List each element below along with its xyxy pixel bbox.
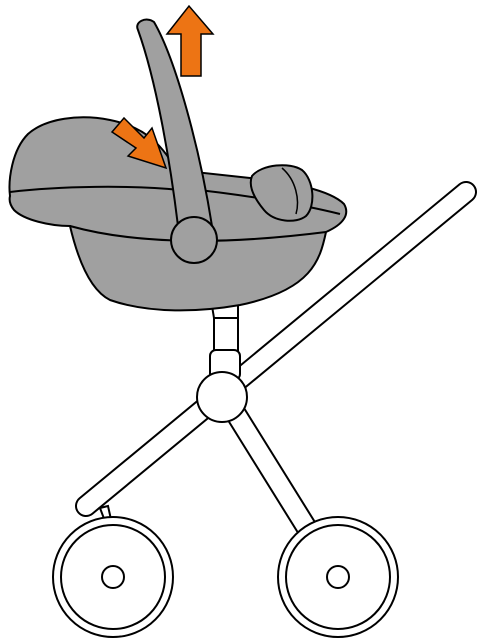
front-wheel xyxy=(277,516,399,638)
carry-handle xyxy=(136,18,214,227)
frame-main-tube xyxy=(75,181,477,517)
press-release-arrow-icon xyxy=(110,116,168,170)
rear-wheel xyxy=(52,516,174,638)
seat-adapter-post xyxy=(209,317,241,381)
frame-joint-hub xyxy=(196,371,248,423)
frame-front-leg xyxy=(215,387,329,557)
seat-side-pad-crease xyxy=(281,167,299,215)
lift-up-arrow-icon xyxy=(165,4,215,77)
handle-pivot-knob xyxy=(170,216,218,264)
